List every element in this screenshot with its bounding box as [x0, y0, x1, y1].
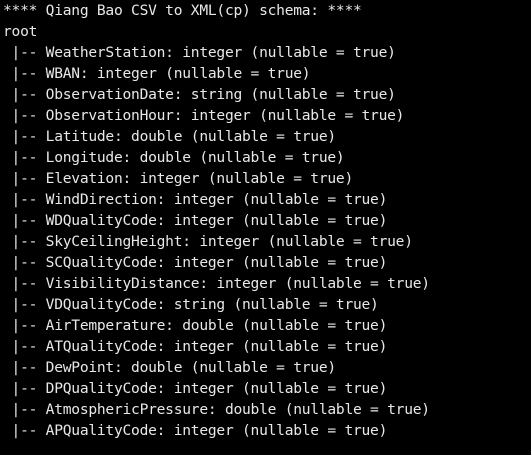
schema-field-line: |-- Elevation: integer (nullable = true) [3, 170, 354, 187]
schema-field-line: |-- VisibilityDistance: integer (nullabl… [3, 275, 431, 292]
schema-field-line: |-- Latitude: double (nullable = true) [3, 128, 337, 145]
schema-field-line: |-- DPQualityCode: integer (nullable = t… [3, 380, 388, 397]
schema-field-line: |-- SkyCeilingHeight: integer (nullable … [3, 233, 413, 250]
schema-field-line: |-- ObservationDate: string (nullable = … [3, 86, 396, 103]
schema-field-line: |-- WDQualityCode: integer (nullable = t… [3, 212, 388, 229]
schema-field-line: |-- SCQualityCode: integer (nullable = t… [3, 254, 388, 271]
schema-field-line: |-- ATQualityCode: integer (nullable = t… [3, 338, 388, 355]
schema-field-line: |-- AirTemperature: double (nullable = t… [3, 317, 388, 334]
schema-root: root [3, 23, 38, 40]
schema-field-line: |-- WindDirection: integer (nullable = t… [3, 191, 388, 208]
schema-field-line: |-- Longitude: double (nullable = true) [3, 149, 345, 166]
schema-field-line: |-- WBAN: integer (nullable = true) [3, 65, 311, 82]
schema-field-line: |-- APQualityCode: integer (nullable = t… [3, 422, 388, 439]
schema-field-line: |-- ObservationHour: integer (nullable =… [3, 107, 405, 124]
schema-field-list: |-- WeatherStation: integer (nullable = … [3, 42, 531, 441]
schema-header: **** Qiang Bao CSV to XML(cp) schema: **… [3, 2, 362, 19]
schema-field-line: |-- WeatherStation: integer (nullable = … [3, 44, 396, 61]
schema-field-line: |-- VDQualityCode: string (nullable = tr… [3, 296, 379, 313]
schema-field-line: |-- AtmosphericPressure: double (nullabl… [3, 401, 431, 418]
schema-field-line: |-- DewPoint: double (nullable = true) [3, 359, 337, 376]
